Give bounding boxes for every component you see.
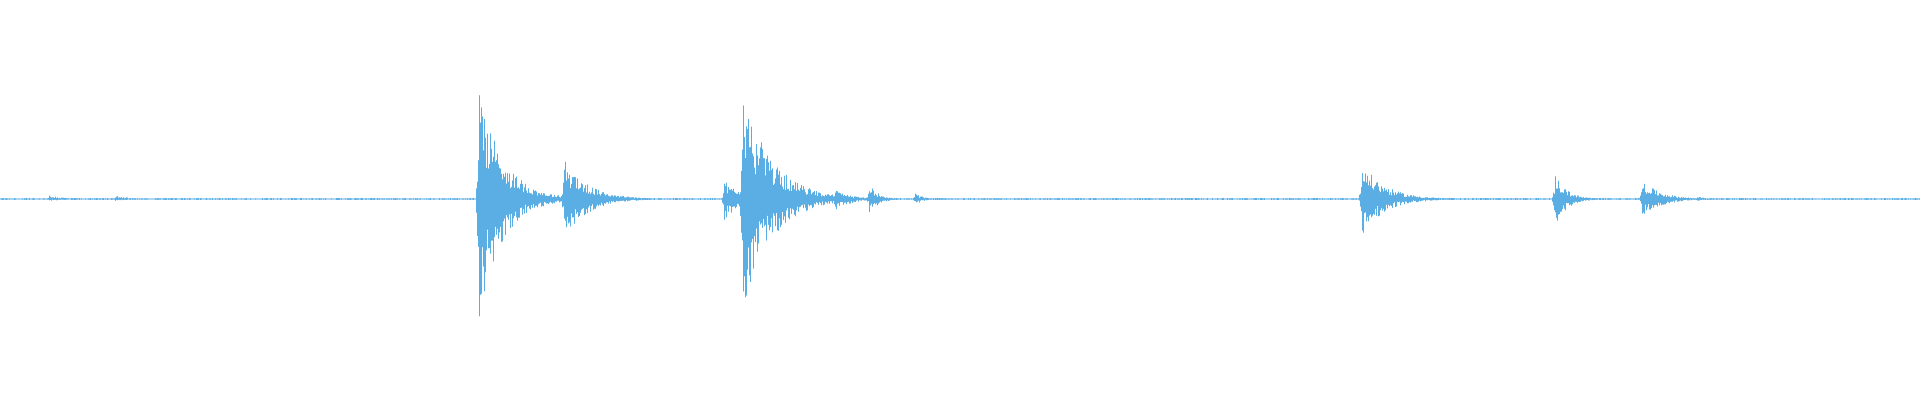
waveform-samples [1, 95, 1920, 317]
waveform-signal [1, 95, 1920, 317]
